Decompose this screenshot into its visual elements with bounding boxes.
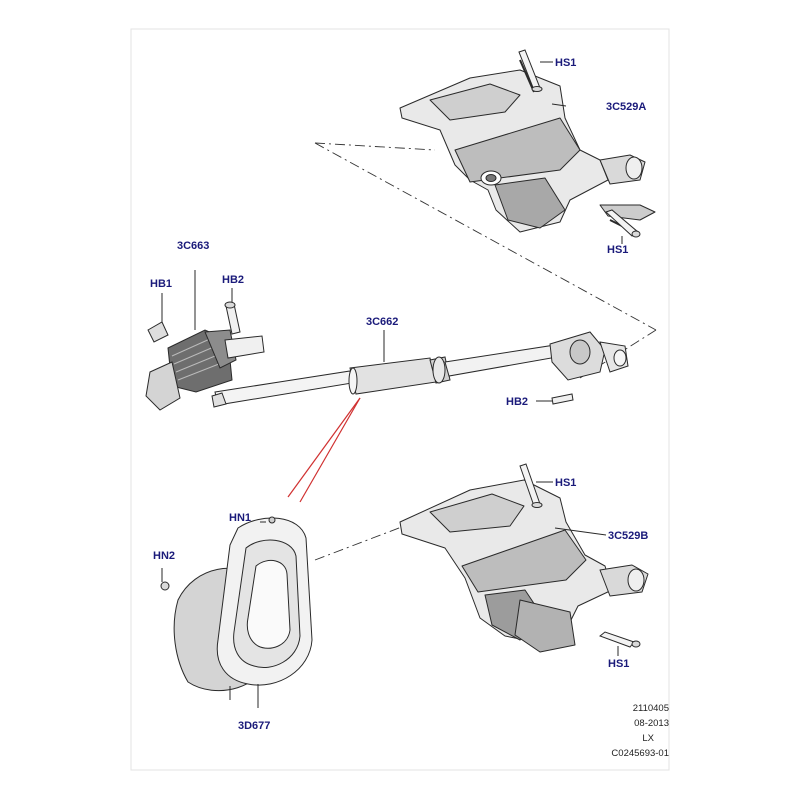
diagram-reference: C0245693-01 <box>611 748 669 759</box>
label-hb2-right: HB2 <box>506 396 529 408</box>
label-3d677: 3D677 <box>238 720 271 732</box>
column-housing-upper <box>399 59 656 233</box>
label-3c663: 3C663 <box>177 240 210 252</box>
hb2-bolt-left <box>224 288 241 335</box>
hb2-bolt-right <box>536 393 574 405</box>
label-hs1-mid-top: HS1 <box>607 244 629 256</box>
diagram-model: LX <box>642 733 654 744</box>
column-housing-lower <box>399 479 649 653</box>
label-hb1: HB1 <box>150 278 173 290</box>
hs1-screw-top <box>518 49 553 92</box>
label-hn2: HN2 <box>153 550 176 562</box>
bulkhead-seal <box>160 516 313 708</box>
label-hn1: HN1 <box>229 512 252 524</box>
label-3c529a: 3C529A <box>606 101 647 113</box>
label-hs1-top: HS1 <box>555 57 577 69</box>
hs1-screw-mid-top <box>605 209 641 244</box>
diagram-date: 08-2013 <box>634 718 669 729</box>
label-3c529b: 3C529B <box>608 530 649 542</box>
panel-border <box>130 28 670 771</box>
diagram-code: 2110405 <box>632 703 669 714</box>
hs1-screw-mid-bottom <box>519 463 553 508</box>
label-hs1-mid-bottom: HS1 <box>555 477 577 489</box>
red-callout-lines <box>287 397 361 503</box>
label-3c662: 3C662 <box>366 316 399 328</box>
label-hb2-left: HB2 <box>222 274 245 286</box>
hs1-screw-bottom <box>598 631 641 656</box>
intermediate-shaft <box>211 330 629 408</box>
lower-shaft-boot <box>145 270 265 411</box>
label-hs1-bottom: HS1 <box>608 658 630 670</box>
